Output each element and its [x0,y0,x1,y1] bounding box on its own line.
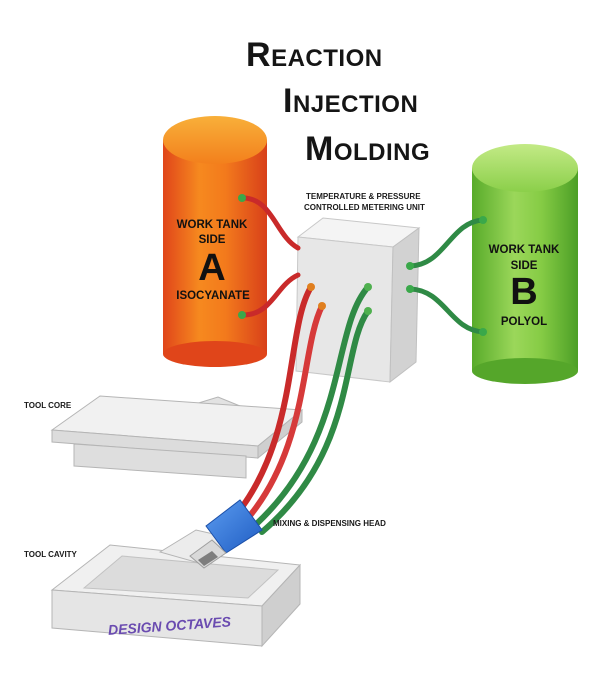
tank-a-body [163,140,267,354]
metering-side-port-upper [406,262,414,270]
tank-a-line2: SIDE [199,234,226,246]
tool-core [50,395,304,479]
tank-a-letter: A [198,247,225,289]
tank-a-port-upper [238,194,246,202]
tank-b-port-upper [479,216,487,224]
tank-b-chemical: POLYOL [501,316,547,328]
tank-a-chemical: ISOCYANATE [176,290,250,302]
metering-side-port-lower [406,285,414,293]
metering-unit-label-2: CONTROLLED METERING UNIT [304,203,425,212]
diagram-title: REACTION INJECTION MOLDING [246,36,430,168]
title-line-3: MOLDING [305,130,430,168]
mixing-head-label: MIXING & DISPENSING HEAD [273,519,386,528]
metering-port-red-1 [307,283,315,291]
mixing-head [189,499,263,569]
tank-b-hoses [407,217,486,335]
tank-b-line2: SIDE [511,260,538,272]
tank-a-port-lower [238,311,246,319]
tool-cavity-label: TOOL CAVITY [24,550,78,559]
tank-b-bottom [472,358,578,384]
metering-unit-label-1: TEMPERATURE & PRESSURE [306,192,421,201]
tank-a-top [163,116,267,164]
tool-core-label: TOOL CORE [24,401,72,410]
tank-a-hoses [240,195,301,318]
work-tank-a: WORK TANK SIDE A ISOCYANATE [163,116,267,367]
tank-b-letter: B [510,271,537,313]
tank-b-port-lower [479,328,487,336]
tank-b-body [472,168,578,371]
tank-a-line1: WORK TANK [177,219,248,231]
metering-port-green-1 [364,283,372,291]
metering-port-green-2 [364,307,372,315]
metering-port-red-2 [318,302,326,310]
metering-unit-side [389,226,420,384]
title-line-2: INJECTION [283,82,418,120]
tank-a-bottom [163,341,267,367]
work-tank-b: WORK TANK SIDE B POLYOL [472,144,578,384]
title-line-1: REACTION [246,36,383,74]
tank-b-top [472,144,578,192]
feed-hoses [229,284,371,535]
tank-b-line1: WORK TANK [489,244,560,256]
